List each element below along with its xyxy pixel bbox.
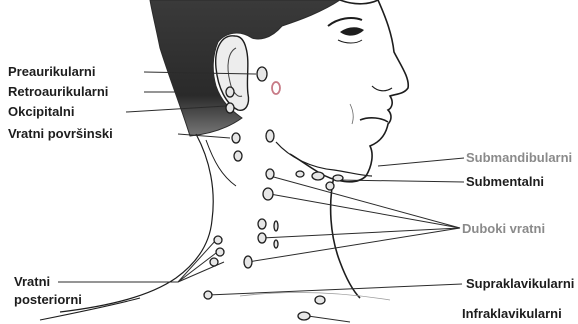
leader-lines bbox=[58, 72, 464, 322]
deep-node-1 bbox=[266, 169, 274, 179]
nape-line bbox=[206, 140, 236, 186]
deep-node-5 bbox=[274, 221, 278, 231]
label-okcipitalni: Okcipitalni bbox=[8, 104, 74, 119]
submental-node bbox=[326, 182, 334, 190]
preauricular-node bbox=[257, 67, 267, 81]
jugulodigastric-node bbox=[266, 130, 274, 142]
label-submentalni: Submentalni bbox=[466, 174, 544, 189]
jaw-line bbox=[276, 142, 372, 176]
retroauricular-node bbox=[226, 87, 234, 97]
deep-node-4 bbox=[258, 233, 266, 243]
submandibular-node-2 bbox=[312, 172, 324, 180]
posterior-node-1 bbox=[214, 236, 222, 244]
infraclavicular-node-2 bbox=[298, 312, 310, 320]
occipital-node bbox=[226, 103, 234, 113]
infraclavicular-node-1 bbox=[315, 296, 325, 304]
face-profile-line bbox=[290, 0, 408, 182]
posterior-node-2 bbox=[216, 248, 224, 256]
label-duboki-vratni: Duboki vratni bbox=[462, 221, 545, 236]
label-vratni-posteriorni-line1: Vratni bbox=[14, 274, 50, 289]
label-supraklavikularni: Supraklavikularni bbox=[466, 276, 574, 291]
label-vratni-posteriorni-line2: posteriorni bbox=[14, 292, 82, 307]
cheek-line bbox=[350, 104, 353, 124]
parotid-node bbox=[272, 82, 280, 94]
submandibular-node-1 bbox=[296, 171, 304, 177]
supraclavicular-node bbox=[204, 291, 212, 299]
label-retroaurikularni: Retroaurikularni bbox=[8, 84, 108, 99]
neck-back-line bbox=[60, 134, 213, 312]
lip-line bbox=[360, 118, 388, 122]
nostril-line bbox=[372, 86, 392, 91]
brow-line bbox=[328, 18, 362, 26]
eye-shape bbox=[340, 27, 364, 35]
label-infraklavikularni: Infraklavikularni bbox=[462, 306, 562, 321]
label-vratni-povrsinski: Vratni površinski bbox=[8, 126, 113, 141]
deep-node-7 bbox=[244, 256, 252, 268]
label-preaurikularni: Preaurikularni bbox=[8, 64, 95, 79]
deep-node-6 bbox=[274, 240, 278, 248]
eye-lower-lid bbox=[338, 40, 362, 43]
posterior-node-3 bbox=[210, 258, 218, 266]
superficial-node-2 bbox=[234, 151, 242, 161]
label-submandibularni: Submandibularni bbox=[466, 150, 572, 165]
deep-node-2 bbox=[263, 188, 273, 200]
superficial-node-1 bbox=[232, 133, 240, 143]
submandibular-node-3 bbox=[333, 175, 343, 181]
deep-node-3 bbox=[258, 219, 266, 229]
